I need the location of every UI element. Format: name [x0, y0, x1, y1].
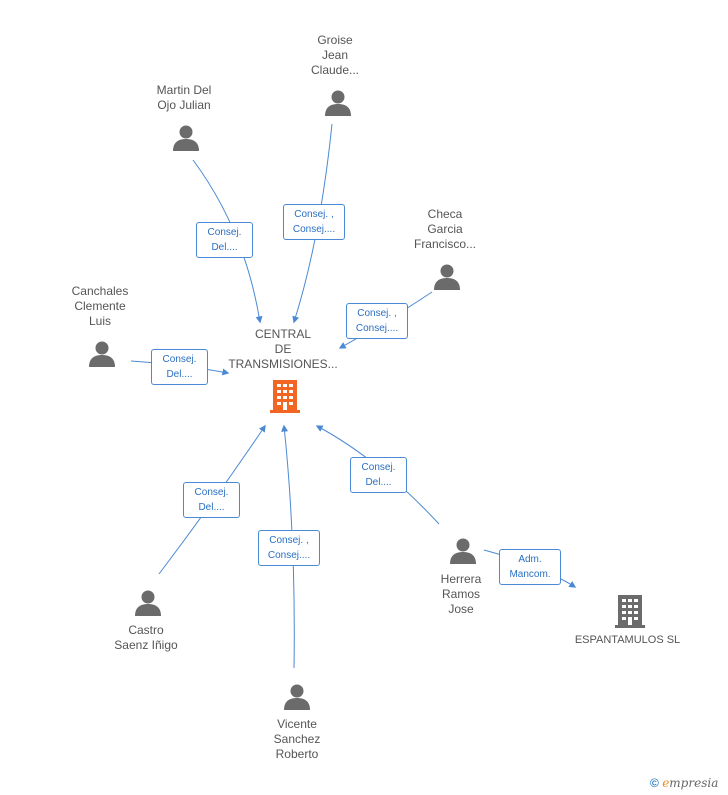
person-label-castro: Castro Saenz Iñigo [114, 623, 178, 652]
person-icon[interactable] [87, 339, 117, 369]
person-label-herrera: Herrera Ramos Jose [440, 572, 482, 616]
relation-label-martin[interactable]: Consej. Del.... [196, 222, 253, 258]
person-icon[interactable] [282, 682, 312, 712]
relation-label-groise[interactable]: Consej. , Consej.... [283, 204, 345, 240]
relation-label-adm[interactable]: Adm. Mancom. [499, 549, 561, 585]
person-icon[interactable] [171, 123, 201, 153]
person-icon[interactable] [323, 88, 353, 118]
person-icon[interactable] [133, 588, 163, 618]
person-label-canchales: Canchales Clemente Luis [71, 284, 129, 328]
relation-label-vicente[interactable]: Consej. , Consej.... [258, 530, 320, 566]
person-label-groise: Groise Jean Claude... [310, 33, 360, 77]
building-icon[interactable] [268, 378, 302, 414]
relation-label-canchales[interactable]: Consej. Del.... [151, 349, 208, 385]
relation-label-herrera[interactable]: Consej. Del.... [350, 457, 407, 493]
person-icon[interactable] [448, 536, 478, 566]
empresia-logo: © empresia [650, 776, 719, 790]
person-label-martin: Martin Del Ojo Julian [156, 83, 212, 112]
edges [130, 123, 577, 669]
relation-label-checa[interactable]: Consej. , Consej.... [346, 303, 408, 339]
person-icon[interactable] [432, 262, 462, 292]
relation-label-castro[interactable]: Consej. Del.... [183, 482, 240, 518]
company-label-espantamulos: ESPANTAMULOS SL [574, 634, 681, 646]
person-label-checa: Checa Garcia Francisco... [413, 207, 476, 251]
center-company-label: CENTRAL DE TRANSMISIONES... [228, 327, 338, 371]
person-label-vicente: Vicente Sanchez Roberto [273, 717, 321, 761]
building-icon[interactable] [613, 593, 647, 629]
